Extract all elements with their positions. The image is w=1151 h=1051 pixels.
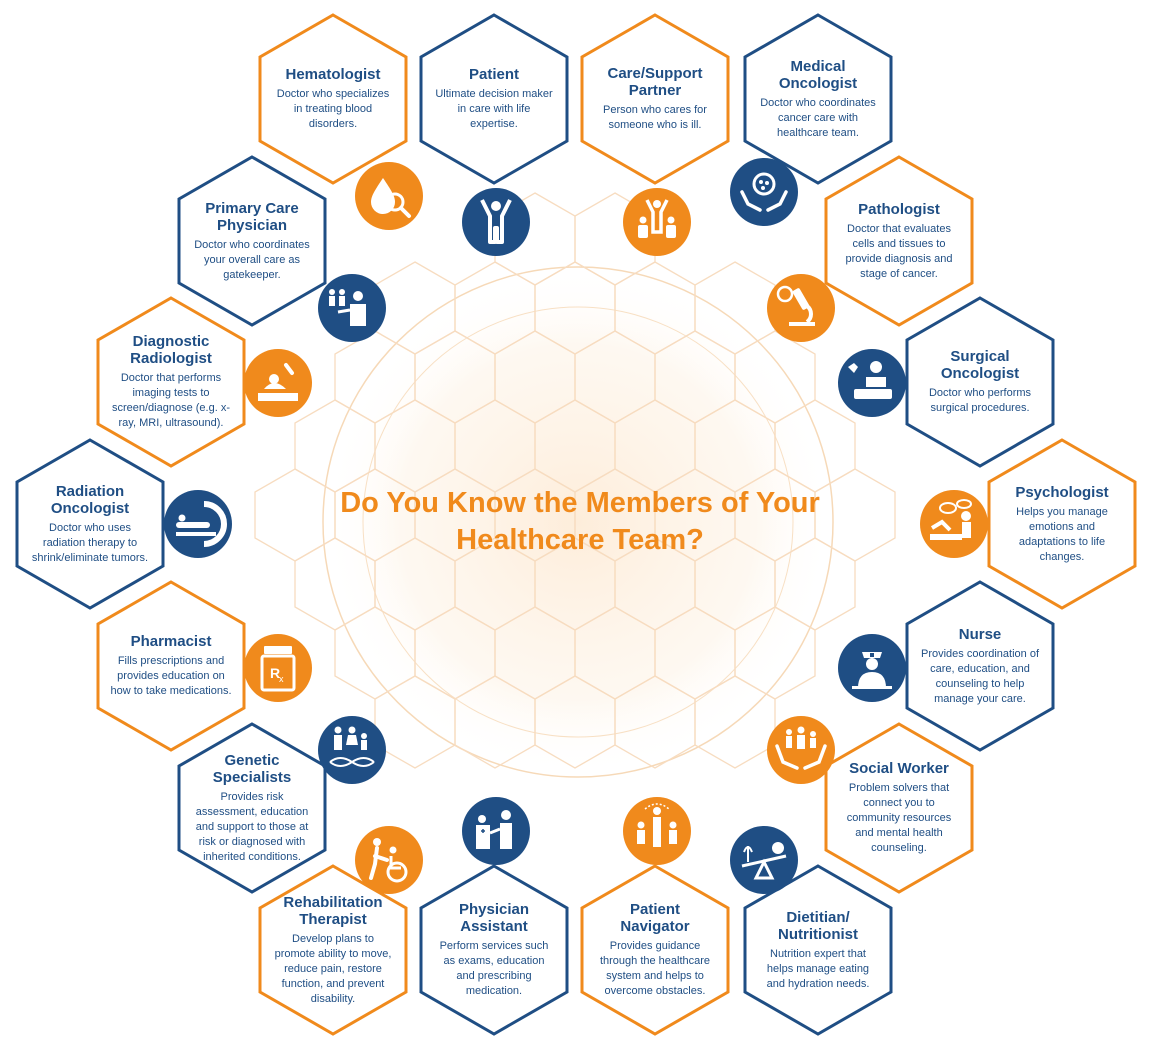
member-title: Patient Navigator — [620, 901, 690, 935]
supporting-people-icon — [623, 188, 691, 256]
member-description: Develop plans to promote ability to move… — [274, 932, 392, 1005]
member-hexagon-social-worker: Social Worker Problem solvers that conne… — [824, 722, 974, 894]
hexagon-outline — [743, 13, 893, 185]
hexagon-outline — [824, 155, 974, 327]
page-title: Do You Know the Members of Your Healthca… — [340, 487, 820, 556]
member-title: Dietitian/ Nutritionist — [778, 908, 858, 943]
hexagon-outline — [743, 864, 893, 1036]
microscope-icon — [767, 274, 835, 342]
hexagon-outline — [177, 155, 327, 327]
member-description: Person who cares for someone who is ill. — [603, 104, 707, 131]
member-title: Genetic Specialists — [212, 751, 292, 786]
hexagon-outline — [15, 438, 165, 610]
member-title: Care/Support Partner — [607, 65, 703, 99]
member-description: Provides coordination of care, education… — [920, 647, 1039, 705]
member-hexagon-diagnostic-radiologist: Diagnostic Radiologist Doctor that perfo… — [96, 296, 246, 468]
member-description: Doctor who specializes in treating blood… — [276, 88, 390, 130]
member-hexagon-hematologist: Hematologist Doctor who specializes in t… — [258, 13, 408, 185]
hexagon-outline — [419, 13, 569, 185]
member-description: Doctor who coordinates your overall care… — [194, 238, 310, 281]
member-hexagon-physician-assistant: Physician Assistant Perform services suc… — [419, 864, 569, 1036]
member-description: Doctor that performs imaging tests to sc… — [111, 372, 230, 429]
member-hexagon-psychologist: Psychologist Helps you manage emotions a… — [987, 438, 1137, 610]
member-hexagon-pathologist: Pathologist Doctor that evaluates cells … — [824, 155, 974, 327]
hexagon-outline — [258, 864, 408, 1036]
member-hexagon-patient: Patient Ultimate decision maker in care … — [419, 13, 569, 185]
balance-scale-apple-icon — [730, 826, 798, 894]
member-hexagon-rehabilitation-therapist: Rehabilitation Therapist Develop plans t… — [258, 864, 408, 1036]
member-hexagon-primary-care: Primary Care Physician Doctor who coordi… — [177, 155, 327, 327]
member-title: Hematologist — [285, 66, 381, 83]
radiation-scanner-icon — [164, 490, 232, 558]
member-title: Surgical Oncologist — [940, 348, 1020, 382]
member-hexagon-nurse: Nurse Provides coordination of care, edu… — [905, 580, 1055, 752]
member-description: Doctor who coordinates cancer care with … — [760, 96, 876, 139]
hexagon-outline — [96, 580, 246, 752]
hands-cell-icon — [730, 158, 798, 226]
member-title: Radiation Oncologist — [50, 482, 130, 517]
member-hexagon-genetic-specialists: Genetic Specialists Provides risk assess… — [177, 722, 327, 894]
member-title: Rehabilitation Therapist — [283, 893, 383, 928]
member-hexagon-medical-oncologist: Medical Oncologist Doctor who coordinate… — [743, 13, 893, 185]
member-description: Fills prescriptions and provides educati… — [110, 655, 232, 697]
member-title: Pathologist — [858, 200, 940, 218]
member-description: Doctor who uses radiation therapy to shr… — [31, 521, 149, 564]
member-description: Perform services such as exams, educatio… — [439, 940, 549, 997]
member-description: Helps you manage emotions and adaptation… — [1016, 505, 1108, 563]
member-hexagon-patient-navigator: Patient Navigator Provides guidance thro… — [580, 864, 730, 1036]
member-description: Nutrition expert that helps manage eatin… — [766, 947, 870, 990]
member-description: Provides guidance through the healthcare… — [599, 940, 711, 997]
member-description: Provides risk assessment, education and … — [195, 790, 309, 863]
member-hexagon-radiation-oncologist: Radiation Oncologist Doctor who uses rad… — [15, 438, 165, 610]
svg-text:x: x — [279, 674, 284, 684]
member-description: Doctor who performs surgical procedures. — [928, 387, 1032, 414]
prescription-bottle-icon: R x — [244, 634, 312, 702]
wheelchair-helper-icon — [355, 826, 423, 894]
member-description: Doctor that evaluates cells and tissues … — [845, 222, 953, 280]
hexagon-outline — [905, 580, 1055, 752]
therapy-couch-icon — [920, 490, 988, 558]
doctor-family-icon — [318, 274, 386, 342]
family-dna-icon — [318, 716, 386, 784]
member-title: Patient — [468, 66, 519, 83]
guide-people-icon — [623, 797, 691, 865]
xray-icon — [244, 349, 312, 417]
member-title: Physician Assistant — [458, 901, 530, 935]
member-title: Nurse — [958, 625, 1002, 643]
member-description: Problem solvers that connect you to comm… — [846, 782, 952, 854]
member-hexagon-pharmacist: Pharmacist Fills prescriptions and provi… — [96, 580, 246, 752]
member-hexagon-surgical-oncologist: Surgical Oncologist Doctor who performs … — [905, 296, 1055, 468]
member-hexagon-care-partner: Care/Support Partner Person who cares fo… — [580, 13, 730, 185]
member-description: Ultimate decision maker in care with lif… — [435, 88, 553, 130]
member-title: Psychologist — [1015, 483, 1109, 501]
hexagon-outline — [258, 13, 408, 185]
member-title: Primary Care Physician — [205, 199, 299, 234]
hexagon-outline — [905, 296, 1055, 468]
hands-family-icon — [767, 716, 835, 784]
svg-text:R: R — [270, 665, 280, 681]
member-hexagon-dietitian: Dietitian/ Nutritionist Nutrition expert… — [743, 864, 893, 1036]
member-title: Diagnostic Radiologist — [130, 333, 212, 367]
hexagon-outline — [987, 438, 1137, 610]
hexagon-outline — [580, 13, 730, 185]
blood-drop-magnifier-icon — [355, 162, 423, 230]
person-raised-arms-icon — [462, 188, 530, 256]
member-title: Pharmacist — [130, 633, 212, 650]
hexagon-outline — [580, 864, 730, 1036]
nurse-icon — [838, 634, 906, 702]
consultation-icon — [462, 797, 530, 865]
hexagon-outline — [419, 864, 569, 1036]
member-title: Social Worker — [849, 760, 949, 777]
hexagon-outline — [96, 296, 246, 468]
surgeon-icon — [838, 349, 906, 417]
member-title: Medical Oncologist — [778, 57, 858, 92]
